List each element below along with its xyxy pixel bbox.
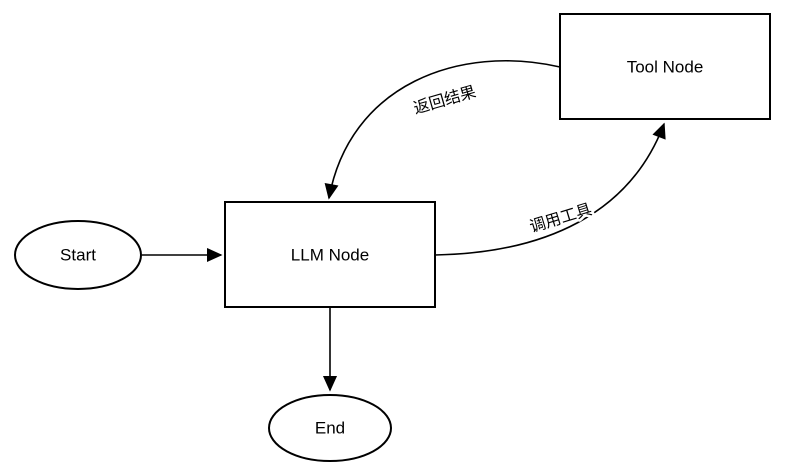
tool-rectangle: [559, 13, 771, 120]
llm-rectangle: [224, 201, 436, 308]
edge-tool-to-llm: [329, 60, 561, 198]
end-label: End: [315, 418, 345, 437]
node-tool: Tool Node: [559, 13, 771, 120]
edge-llm-to-tool: [434, 124, 664, 256]
start-ellipse: [14, 220, 142, 290]
node-end: End: [268, 394, 392, 462]
start-label: Start: [60, 245, 96, 264]
end-ellipse: [268, 394, 392, 462]
node-start: Start: [14, 220, 142, 290]
llm-label: LLM Node: [291, 245, 369, 264]
tool-label: Tool Node: [627, 57, 704, 76]
node-llm: LLM Node: [224, 201, 436, 308]
edge-label-return-result: 返回结果: [412, 83, 479, 118]
